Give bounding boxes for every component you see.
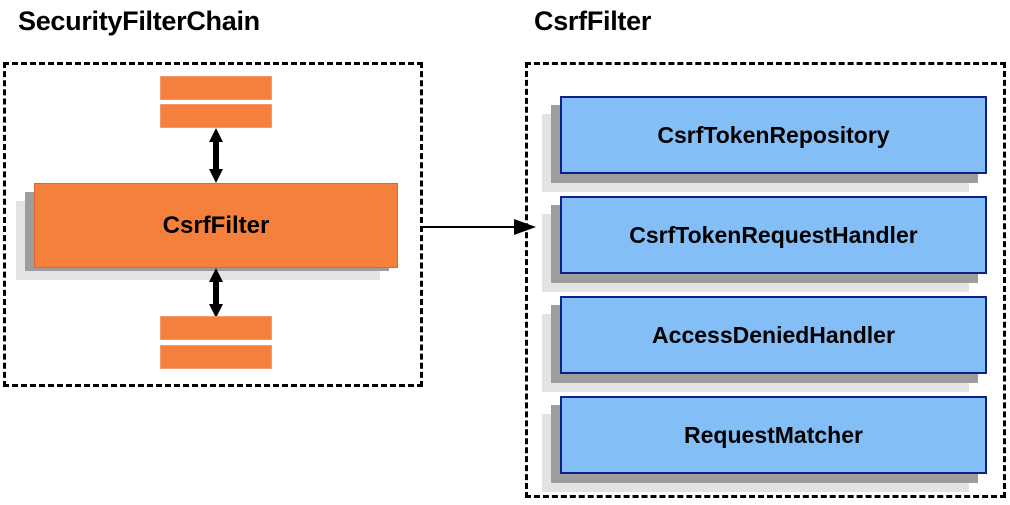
arrowhead-up-icon xyxy=(209,128,223,142)
security-filter-chain-container xyxy=(3,62,423,387)
component-csrf-token-repository[interactable]: CsrfTokenRepository xyxy=(542,96,987,192)
arrowhead-down-icon xyxy=(209,304,223,318)
component-label: AccessDeniedHandler xyxy=(652,321,895,348)
arrow-up-down-bottom xyxy=(209,268,223,318)
card-face: CsrfTokenRequestHandler xyxy=(560,196,987,274)
page-title-csrf-filter: CsrfFilter xyxy=(534,6,652,36)
component-request-matcher[interactable]: RequestMatcher xyxy=(542,396,987,492)
card-face: CsrfFilter xyxy=(34,183,398,268)
component-access-denied-handler[interactable]: AccessDeniedHandler xyxy=(542,296,987,392)
filter-bar-bottom-2 xyxy=(160,345,272,369)
arrow-shaft xyxy=(213,278,219,308)
arrow-shaft xyxy=(213,138,219,173)
card-face: AccessDeniedHandler xyxy=(560,296,987,374)
arrowhead-up-icon xyxy=(209,268,223,282)
arrowhead-down-icon xyxy=(209,169,223,183)
component-csrf-token-request-handler[interactable]: CsrfTokenRequestHandler xyxy=(542,196,987,292)
component-label: CsrfTokenRequestHandler xyxy=(629,221,918,248)
filter-bar-top-1 xyxy=(160,76,272,100)
csrf-filter-label: CsrfFilter xyxy=(162,211,270,239)
page-title-security-filter-chain: SecurityFilterChain xyxy=(18,6,260,36)
arrow-left-to-right xyxy=(421,219,536,235)
card-face: CsrfTokenRepository xyxy=(560,96,987,174)
component-label: CsrfTokenRepository xyxy=(657,121,890,148)
component-label: RequestMatcher xyxy=(684,421,863,448)
filter-bar-bottom-1 xyxy=(160,316,272,340)
csrf-filter-component[interactable]: CsrfFilter xyxy=(16,183,398,280)
csrf-filter-container xyxy=(525,62,1006,498)
filter-bar-top-2 xyxy=(160,104,272,128)
arrow-shaft xyxy=(421,226,516,228)
card-face: RequestMatcher xyxy=(560,396,987,474)
arrow-up-down-top xyxy=(209,128,223,183)
